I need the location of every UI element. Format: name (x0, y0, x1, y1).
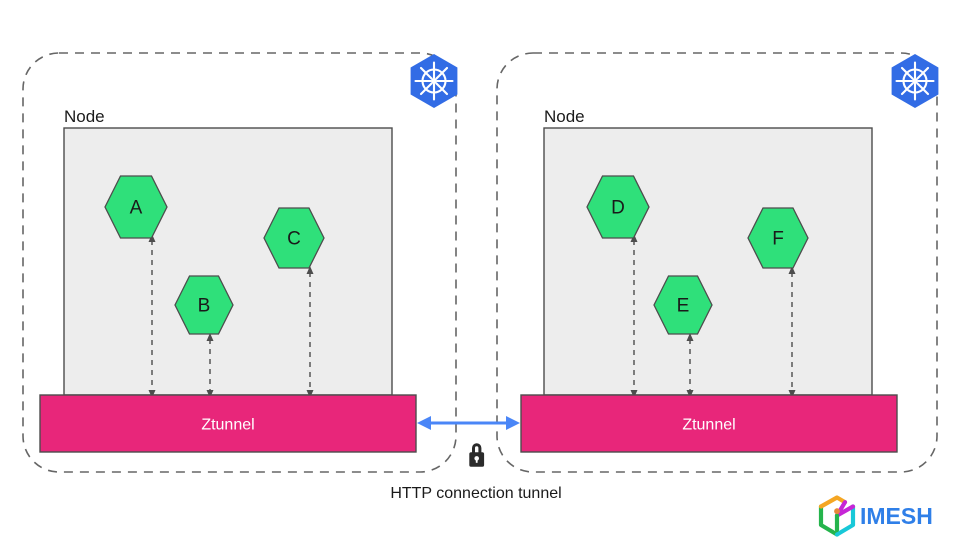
bidirectional-tunnel-arrow (417, 416, 520, 430)
pod-e[interactable]: E (653, 275, 713, 335)
pod-e-label: E (677, 296, 690, 317)
imesh-brand-label: IMESH (860, 503, 933, 529)
ztunnel-left[interactable]: Ztunnel (39, 394, 417, 453)
padlock-icon (469, 443, 485, 467)
pod-a-label: A (130, 198, 143, 219)
pod-connectors-right (630, 234, 796, 398)
node-label-right: Node (544, 107, 585, 126)
node-label-left: Node (64, 107, 105, 126)
kubernetes-icon-right (891, 54, 939, 108)
pod-b-label: B (198, 296, 211, 317)
pod-d-label: D (611, 198, 625, 219)
ztunnel-right-label: Ztunnel (682, 417, 735, 434)
node-box-left (63, 127, 393, 396)
pod-f[interactable]: F (747, 207, 809, 269)
tunnel-caption: HTTP connection tunnel (390, 485, 561, 502)
node-box-right (543, 127, 873, 396)
pod-c[interactable]: C (263, 207, 325, 269)
pod-connectors-left (148, 234, 314, 398)
ztunnel-left-label: Ztunnel (201, 417, 254, 434)
ztunnel-right[interactable]: Ztunnel (520, 394, 898, 453)
pod-b[interactable]: B (174, 275, 234, 335)
kubernetes-icon-left (410, 54, 458, 108)
pod-c-label: C (287, 229, 301, 250)
pod-d[interactable]: D (586, 175, 650, 239)
cluster-left: Node A B (22, 52, 458, 473)
pod-a[interactable]: A (104, 175, 168, 239)
pod-f-label: F (772, 229, 784, 250)
imesh-cube-logo (818, 495, 856, 537)
cluster-left-boundary (22, 52, 457, 473)
cluster-right: Node D E (496, 52, 939, 473)
